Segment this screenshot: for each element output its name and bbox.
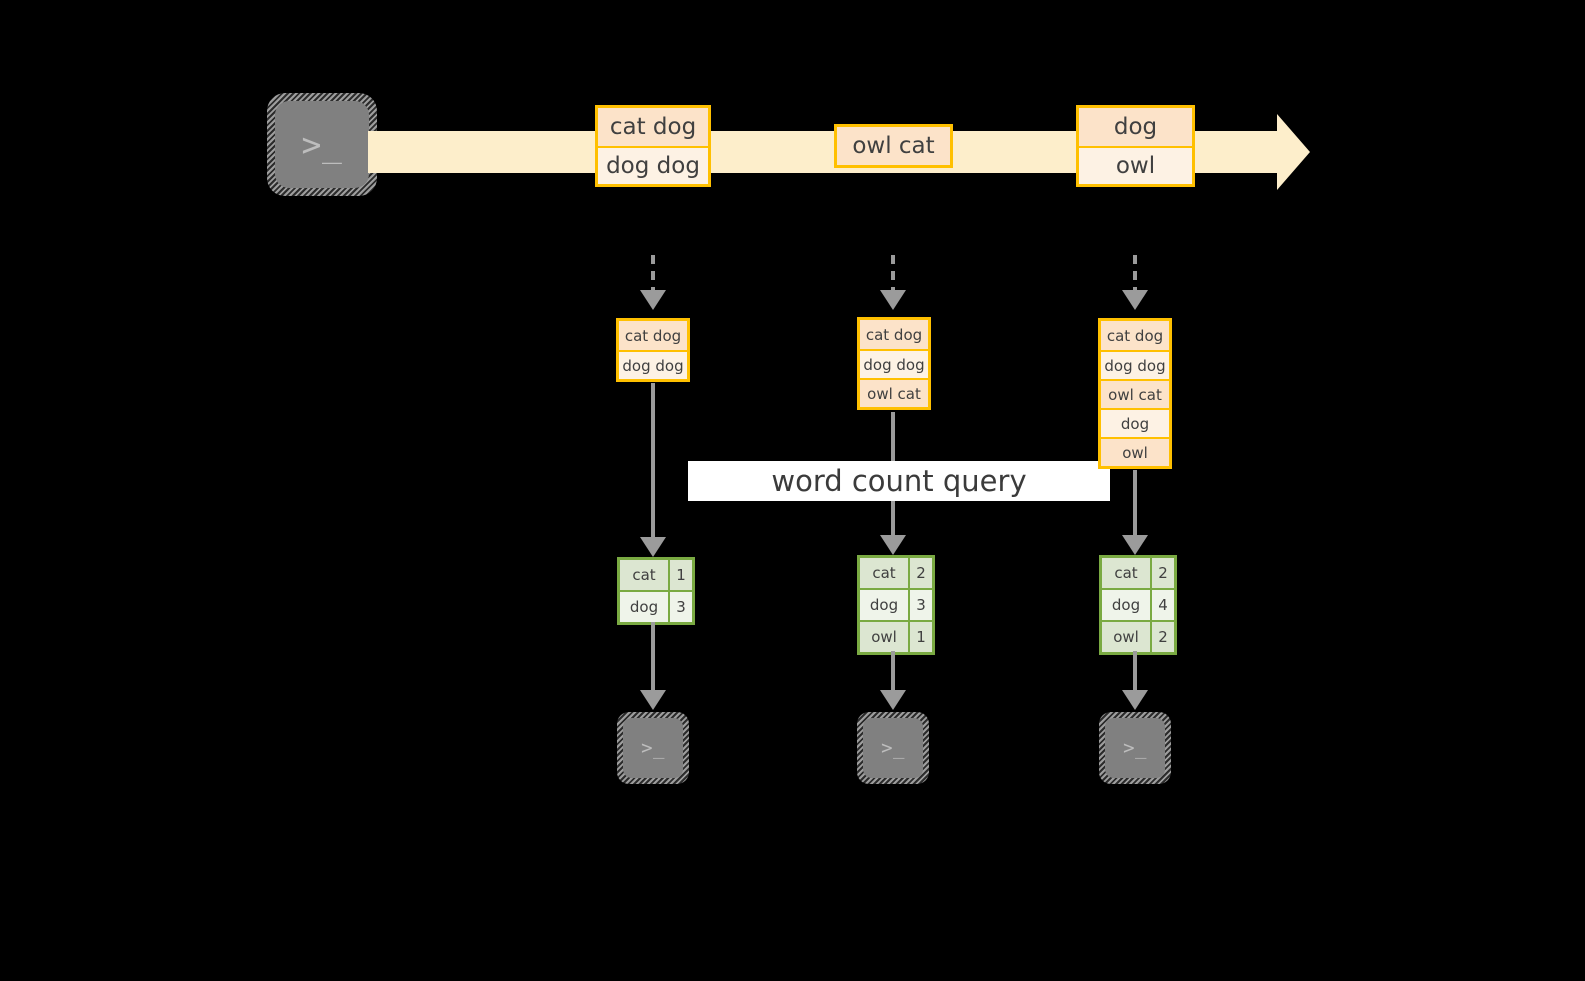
arrow-down-icon bbox=[880, 690, 906, 710]
flow-connector bbox=[651, 622, 655, 694]
query-label-band bbox=[688, 461, 1110, 501]
result-word: owl bbox=[871, 628, 897, 646]
source-terminal-icon: >_ bbox=[267, 93, 377, 196]
stream-record: dog bbox=[1079, 108, 1192, 146]
table-row: owl 1 bbox=[860, 620, 932, 652]
result-word: dog bbox=[869, 596, 899, 614]
stream-arrow-right-icon bbox=[1277, 114, 1310, 190]
snapshot-t3-input-table: cat dog dog dog owl cat dog owl bbox=[1098, 318, 1172, 469]
snapshot-t2-result-table: cat 2 dog 3 owl 1 bbox=[857, 555, 935, 655]
result-count: 3 bbox=[908, 590, 932, 620]
table-row: owl 2 bbox=[1102, 620, 1174, 652]
snapshot-row: cat dog bbox=[860, 320, 928, 349]
result-word: cat bbox=[1114, 564, 1138, 582]
result-count: 3 bbox=[668, 592, 692, 622]
stream-group-batch-2: owl cat bbox=[834, 124, 953, 168]
terminal-body bbox=[623, 718, 683, 778]
arrow-down-icon bbox=[1122, 290, 1148, 310]
arrow-down-icon bbox=[880, 290, 906, 310]
snapshot-row: cat dog bbox=[619, 321, 687, 350]
snapshot-t1-input-table: cat dog dog dog bbox=[616, 318, 690, 382]
result-count: 4 bbox=[1150, 590, 1174, 620]
result-count: 2 bbox=[908, 558, 932, 588]
stream-record: owl cat bbox=[837, 127, 950, 165]
snapshot-row: dog dog bbox=[1101, 350, 1169, 379]
result-word: owl bbox=[1113, 628, 1139, 646]
table-row: dog 4 bbox=[1102, 588, 1174, 620]
arrow-down-icon bbox=[640, 690, 666, 710]
snapshot-row: owl cat bbox=[860, 378, 928, 407]
flow-connector-dashed bbox=[891, 255, 895, 295]
table-row: cat 1 bbox=[620, 560, 692, 590]
snapshot-row: dog bbox=[1101, 408, 1169, 437]
arrow-down-icon bbox=[1122, 535, 1148, 555]
flow-connector bbox=[1133, 651, 1137, 694]
snapshot-row: cat dog bbox=[1101, 321, 1169, 350]
terminal-prompt-glyph: >_ bbox=[641, 736, 665, 759]
stream-group-batch-1: cat dog dog dog bbox=[595, 105, 711, 187]
snapshot-row: owl bbox=[1101, 437, 1169, 466]
flow-connector bbox=[1133, 470, 1137, 552]
table-row: dog 3 bbox=[620, 590, 692, 622]
result-word: dog bbox=[1111, 596, 1141, 614]
terminal-prompt-glyph: >_ bbox=[301, 125, 343, 164]
stream-record: cat dog bbox=[598, 108, 708, 146]
arrow-down-icon bbox=[880, 535, 906, 555]
result-word: cat bbox=[632, 566, 656, 584]
snapshot-t3-result-table: cat 2 dog 4 owl 2 bbox=[1099, 555, 1177, 655]
table-row: cat 2 bbox=[1102, 558, 1174, 588]
result-count: 1 bbox=[908, 622, 932, 652]
arrow-down-icon bbox=[640, 537, 666, 557]
flow-connector-dashed bbox=[651, 255, 655, 295]
result-count: 1 bbox=[668, 560, 692, 590]
query-label: word count query bbox=[771, 464, 1027, 498]
snapshot-t1-result-table: cat 1 dog 3 bbox=[617, 557, 695, 625]
flow-connector bbox=[651, 383, 655, 553]
terminal-body bbox=[863, 718, 923, 778]
snapshot-t2-input-table: cat dog dog dog owl cat bbox=[857, 317, 931, 410]
result-word: cat bbox=[872, 564, 896, 582]
table-row: cat 2 bbox=[860, 558, 932, 588]
sink-terminal-icon: >_ bbox=[1099, 712, 1171, 784]
arrow-down-icon bbox=[1122, 690, 1148, 710]
table-row: dog 3 bbox=[860, 588, 932, 620]
result-count: 2 bbox=[1150, 558, 1174, 588]
stream-group-batch-3: dog owl bbox=[1076, 105, 1195, 187]
stream-record: owl bbox=[1079, 146, 1192, 184]
arrow-down-icon bbox=[640, 290, 666, 310]
sink-terminal-icon: >_ bbox=[857, 712, 929, 784]
result-count: 2 bbox=[1150, 622, 1174, 652]
terminal-prompt-glyph: >_ bbox=[881, 736, 905, 759]
terminal-body bbox=[1105, 718, 1165, 778]
snapshot-row: owl cat bbox=[1101, 379, 1169, 408]
result-word: dog bbox=[629, 598, 659, 616]
flow-connector bbox=[891, 651, 895, 694]
stream-record: dog dog bbox=[598, 146, 708, 184]
snapshot-row: dog dog bbox=[860, 349, 928, 378]
flow-connector-dashed bbox=[1133, 255, 1137, 295]
snapshot-row: dog dog bbox=[619, 350, 687, 379]
terminal-prompt-glyph: >_ bbox=[1123, 736, 1147, 759]
sink-terminal-icon: >_ bbox=[617, 712, 689, 784]
terminal-body bbox=[275, 101, 369, 188]
